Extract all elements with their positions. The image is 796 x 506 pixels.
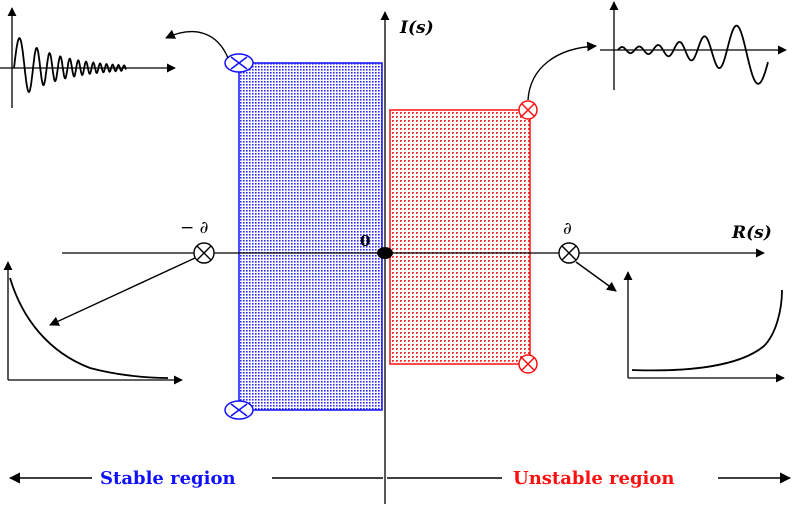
arrow-to-growing-oscillation bbox=[527, 41, 597, 101]
stable-pole-bottom-marker bbox=[224, 400, 254, 420]
pos-pole-marker bbox=[558, 242, 580, 264]
origin-label: 0 bbox=[360, 232, 370, 250]
arrow-to-exponential-growth bbox=[575, 261, 617, 292]
stable-region-box bbox=[238, 62, 383, 411]
stable-region-label: Stable region bbox=[100, 468, 236, 489]
unstable-pole-top-marker bbox=[518, 100, 538, 120]
unstable-pole-bottom-marker bbox=[518, 354, 538, 374]
neg-pole-label: − ∂ bbox=[180, 218, 208, 238]
arrow-to-decaying-oscillation bbox=[165, 29, 229, 59]
pos-pole-label: ∂ bbox=[563, 219, 572, 239]
growing-oscillation-plot bbox=[600, 1, 787, 90]
decaying-oscillation-plot bbox=[0, 7, 176, 108]
origin-dot bbox=[377, 247, 393, 259]
arrow-to-exponential-decay bbox=[49, 257, 196, 326]
stable-pole-top-marker bbox=[224, 53, 254, 73]
unstable-region-box bbox=[389, 109, 531, 365]
real-axis-label: R(s) bbox=[731, 223, 772, 243]
neg-pole-marker bbox=[193, 242, 215, 264]
imaginary-axis-label: I(s) bbox=[399, 18, 434, 38]
unstable-region-label: Unstable region bbox=[513, 468, 675, 489]
exponential-growth-plot bbox=[623, 271, 785, 383]
exponential-decay-plot bbox=[3, 261, 183, 385]
